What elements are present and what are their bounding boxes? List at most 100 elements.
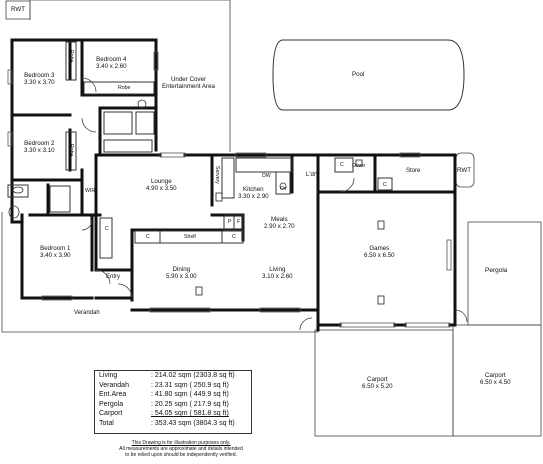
disclaimer: This Drawing is for illustration purpose… bbox=[96, 440, 266, 459]
room-name: Dining bbox=[172, 266, 191, 273]
area-value: : 23.31 sqm ( 250.9 sq ft) bbox=[151, 381, 229, 389]
wir-label: WIR bbox=[85, 188, 96, 194]
laundry-label: L'dry bbox=[306, 172, 319, 178]
cupboard-label-1: C bbox=[146, 234, 150, 240]
room-name: Carport bbox=[484, 372, 506, 379]
room-size: 3.40 x 2.60 bbox=[96, 63, 127, 71]
servery-label: Servery bbox=[214, 166, 220, 184]
vanity bbox=[103, 139, 153, 153]
room-bedroom3-label: Bedroom 3 3.30 x 3.70 bbox=[24, 72, 55, 86]
thin-outlines bbox=[1, 0, 542, 437]
pergola-outline bbox=[467, 221, 542, 326]
cupboard-label-5: C bbox=[340, 162, 344, 168]
area-label: Total bbox=[99, 419, 114, 427]
room-size: 5.90 x 3.00 bbox=[166, 273, 197, 281]
robe-bed2-label: Robe bbox=[68, 144, 74, 157]
room-size: 6.50 x 6.50 bbox=[364, 252, 395, 260]
rwt-right-label: RWT bbox=[457, 167, 471, 174]
room-meals-label: Meals 2.90 x 2.70 bbox=[264, 216, 295, 230]
room-size: 3.30 x 3.70 bbox=[24, 79, 55, 87]
robe-bed3-box bbox=[65, 41, 77, 81]
area-label: Ent.Area bbox=[99, 391, 127, 398]
shower bbox=[103, 111, 133, 135]
walls bbox=[10, 38, 457, 332]
entry-label: Entry bbox=[106, 274, 121, 280]
windows bbox=[7, 51, 452, 328]
robe-bed3-label: Robe bbox=[68, 50, 74, 63]
room-name: Lounge bbox=[150, 178, 172, 185]
area-row-pergola: Pergola : 20.25 sqm ( 217.9 sq ft) bbox=[95, 400, 251, 410]
kitchen-bench-top bbox=[235, 157, 293, 173]
room-name: Kitchen bbox=[242, 186, 264, 193]
area-label: Carport bbox=[99, 410, 123, 417]
room-carport2-label: Carport 6.50 x 4.50 bbox=[480, 372, 511, 386]
bath bbox=[135, 111, 155, 135]
robe-bed4-label: Robe bbox=[118, 85, 131, 91]
room-size: 4.90 x 3.50 bbox=[146, 185, 177, 193]
rwt-top-label: RWT bbox=[11, 6, 25, 13]
laundry-tub bbox=[334, 157, 354, 173]
area-value: : 54.05 sqm ( 581.8 sq ft) bbox=[151, 410, 229, 417]
down-label: Down bbox=[352, 163, 366, 169]
vents bbox=[195, 159, 385, 305]
robe-bed1 bbox=[99, 217, 113, 259]
area-row-ent-area: Ent.Area : 41.80 sqm ( 449.9 sq ft) bbox=[95, 390, 251, 400]
area-row-living: Living : 214.02 sqm (2303.8 sq ft) bbox=[95, 371, 251, 381]
room-size: 3.10 x 2.60 bbox=[262, 273, 293, 281]
fittings bbox=[7, 41, 393, 259]
room-size: 3.30 x 2.90 bbox=[238, 193, 269, 201]
undercover-line1: Under Cover bbox=[170, 76, 207, 83]
sanitary bbox=[8, 99, 287, 219]
room-carport1-label: Carport 6.50 x 5.20 bbox=[362, 376, 393, 390]
oven-knob bbox=[279, 182, 287, 190]
room-games-label: Games 6.50 x 6.50 bbox=[364, 245, 395, 259]
pantry-label: P bbox=[228, 219, 232, 225]
cupboard-label-2: C bbox=[232, 234, 236, 240]
ensuite-vanity bbox=[7, 184, 29, 198]
robe-bed2-box bbox=[65, 131, 77, 171]
room-name: Bedroom 2 bbox=[24, 140, 55, 147]
wir-box bbox=[49, 185, 71, 213]
area-row-carport: Carport : 54.05 sqm ( 581.8 sq ft) bbox=[95, 409, 251, 419]
area-label: Living bbox=[99, 372, 118, 379]
doors bbox=[81, 77, 468, 331]
rwt-tank-top bbox=[5, 0, 31, 20]
undercover-label: Under Cover Entertainment Area bbox=[162, 76, 215, 90]
pergola-label: Pergola bbox=[485, 267, 508, 274]
room-size: 6.50 x 4.50 bbox=[480, 379, 511, 387]
shelf-label: Shelf bbox=[184, 234, 196, 240]
pool-shape bbox=[272, 39, 465, 111]
room-bedroom1-label: Bedroom 1 3.40 x 3.90 bbox=[40, 245, 71, 259]
room-name: Carport bbox=[366, 376, 388, 383]
pool-label: Pool bbox=[352, 71, 365, 78]
room-kitchen-label: Kitchen 3.30 x 2.90 bbox=[238, 186, 269, 200]
room-size: 3.40 x 3.90 bbox=[40, 252, 71, 260]
verandah-label: Verandah bbox=[74, 310, 100, 316]
toilet bbox=[8, 205, 20, 219]
disclaimer-line3: to be relied upon should be independentl… bbox=[125, 452, 237, 459]
disclaimer-line1: This Drawing is for illustration purpose… bbox=[131, 440, 231, 446]
room-name: Meals bbox=[271, 216, 288, 223]
fridge-label: F bbox=[237, 219, 241, 225]
oven bbox=[275, 171, 291, 195]
room-dining-label: Dining 5.90 x 3.00 bbox=[166, 266, 197, 280]
area-value: : 20.25 sqm ( 217.9 sq ft) bbox=[151, 400, 229, 408]
room-lounge-label: Lounge 4.90 x 3.50 bbox=[146, 178, 177, 192]
shelf-cupboard bbox=[134, 230, 244, 244]
undercover-line2: Entertainment Area bbox=[162, 83, 215, 91]
area-value: : 214.02 sqm (2303.8 sq ft) bbox=[151, 372, 235, 379]
room-name: Games bbox=[369, 245, 390, 252]
room-name: Bedroom 3 bbox=[24, 72, 55, 79]
disclaimer-line2: All measurements are approximate and det… bbox=[119, 446, 243, 453]
cupboard-label-4: C bbox=[383, 182, 387, 188]
area-summary-table: Living : 214.02 sqm (2303.8 sq ft) Veran… bbox=[94, 370, 252, 434]
robe-bed4 bbox=[83, 81, 155, 95]
area-row-total: Total : 353.43 sqm (3804.3 sq ft) bbox=[95, 419, 251, 429]
area-label: Verandah bbox=[99, 381, 129, 389]
ov-label: Ov bbox=[280, 186, 287, 192]
room-size: 2.90 x 2.70 bbox=[264, 223, 295, 231]
room-size: 6.50 x 5.20 bbox=[362, 383, 393, 391]
area-value: : 41.80 sqm ( 449.9 sq ft) bbox=[151, 391, 229, 398]
dw-label: DW bbox=[262, 173, 271, 179]
